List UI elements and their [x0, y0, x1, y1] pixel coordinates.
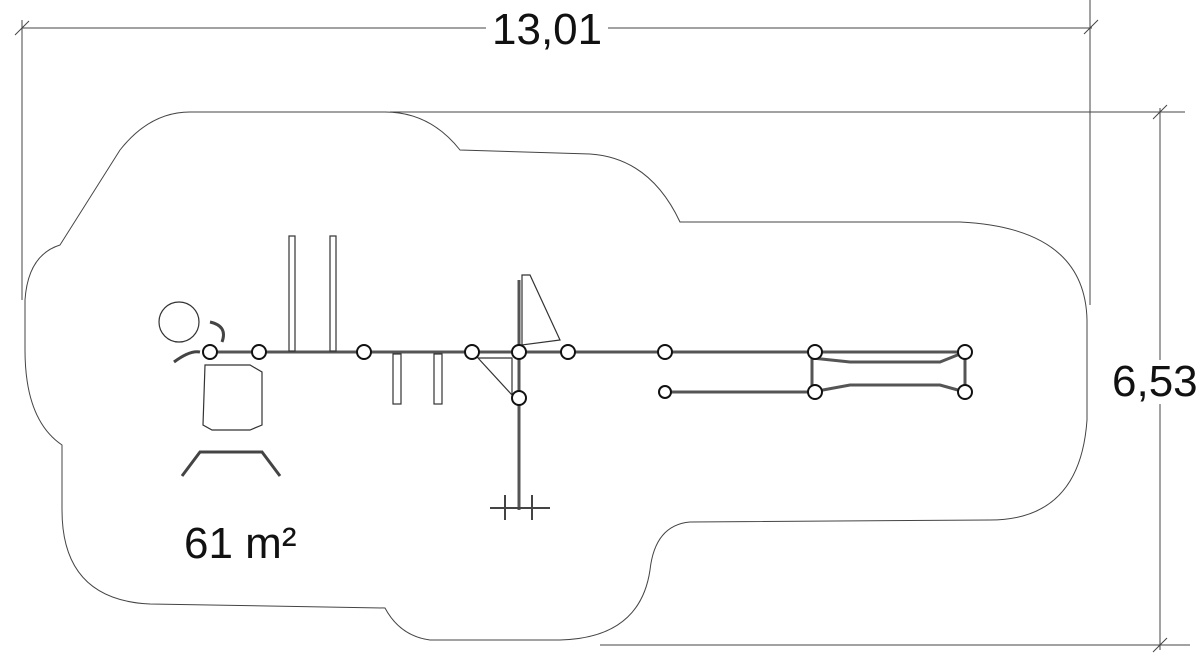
side-panel — [476, 357, 513, 397]
width-dimension-label: 13,01 — [486, 8, 609, 52]
post — [288, 235, 296, 352]
climbing-panel — [202, 364, 263, 431]
tick — [14, 20, 30, 36]
hanging-handle — [433, 353, 443, 405]
hanging-handle — [392, 353, 402, 405]
tick — [1152, 104, 1168, 120]
post — [329, 235, 337, 352]
depth-dimension-label: 6,53 — [1106, 360, 1200, 404]
area-label: 61 m² — [184, 519, 297, 568]
spinner-disc — [158, 301, 200, 343]
slide-panel — [521, 274, 561, 346]
joints — [202, 344, 973, 406]
tick — [1083, 19, 1099, 35]
play-equipment — [158, 235, 973, 520]
safety-area-outline — [24, 111, 1088, 641]
tick — [1152, 637, 1168, 653]
